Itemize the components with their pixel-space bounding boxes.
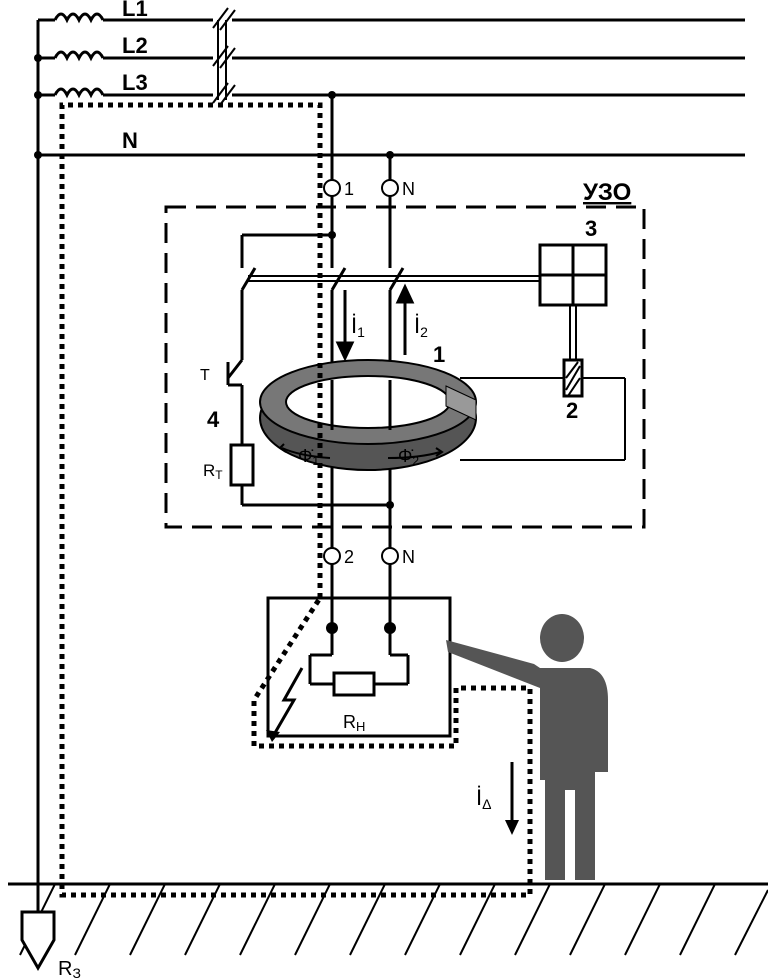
test-button-label: Т	[200, 367, 210, 384]
flux-arrows	[278, 443, 444, 459]
terminal-in-neutral-label: N	[402, 179, 415, 199]
relay-number: 2	[566, 398, 578, 423]
load-resistor-label: RН	[343, 712, 365, 734]
fault-spark-arrowhead	[266, 730, 280, 742]
leak-current-label: İΔ	[476, 785, 491, 812]
label-l2: L2	[122, 33, 148, 58]
label-l3: L3	[122, 70, 148, 95]
earth-electrode-icon	[20, 884, 56, 972]
person-icon	[446, 614, 608, 880]
rcd-number: 3	[585, 216, 597, 241]
current-i1-label: İ1	[351, 313, 365, 340]
flux-phi1-sub: 1	[312, 454, 319, 468]
leakage-current-path	[59, 102, 533, 898]
current-i2-label: İ2	[414, 313, 428, 340]
terminal-in-neutral	[381, 179, 399, 197]
transformer-number: 1	[433, 342, 445, 367]
label-l1: L1	[122, 0, 148, 21]
terminal-in-phase	[323, 179, 341, 197]
terminal-in-phase-label: 1	[344, 179, 354, 199]
leak-current-arrowhead	[505, 820, 519, 835]
test-circuit	[226, 290, 390, 507]
rcd-feed-wires	[330, 95, 392, 268]
current-i2-sub: 2	[420, 324, 428, 340]
toroid-transformer	[259, 359, 477, 471]
earth-resistor-label: RЗ	[58, 958, 81, 980]
terminal-out-phase-label: 2	[344, 547, 354, 567]
test-circuit-number: 4	[207, 407, 220, 432]
flux-phi2-sub: 2	[412, 454, 419, 468]
terminal-out-phase	[323, 547, 341, 565]
rcd-name: УЗО	[583, 179, 631, 206]
switch-contacts	[240, 233, 540, 291]
output-terminals	[323, 547, 399, 565]
test-resistor-base: R	[203, 461, 215, 480]
rcd-enclosure	[164, 205, 646, 529]
ground-hatching	[19, 883, 768, 956]
test-resistor-label: RТ	[203, 461, 223, 482]
test-resistor-sub: Т	[215, 468, 223, 482]
load-appliance	[266, 564, 452, 738]
label-n: N	[122, 128, 138, 153]
current-arrows	[335, 283, 415, 362]
load-resistor-sub: Н	[356, 719, 365, 734]
earth-resistor-base: R	[58, 958, 72, 980]
terminal-out-neutral-label: N	[402, 547, 415, 567]
earth-resistor-sub: З	[72, 965, 80, 980]
load-resistor-base: R	[343, 712, 356, 732]
load-junctions	[326, 622, 396, 634]
secondary-winding	[460, 377, 626, 461]
current-i1-sub: 1	[357, 324, 365, 340]
terminal-out-neutral	[381, 547, 399, 565]
relay-mechanism	[538, 243, 608, 398]
line-break-marks	[212, 7, 236, 106]
fault-spark-icon	[270, 667, 304, 739]
leak-current-sub: Δ	[482, 796, 491, 812]
input-terminals	[323, 179, 399, 197]
